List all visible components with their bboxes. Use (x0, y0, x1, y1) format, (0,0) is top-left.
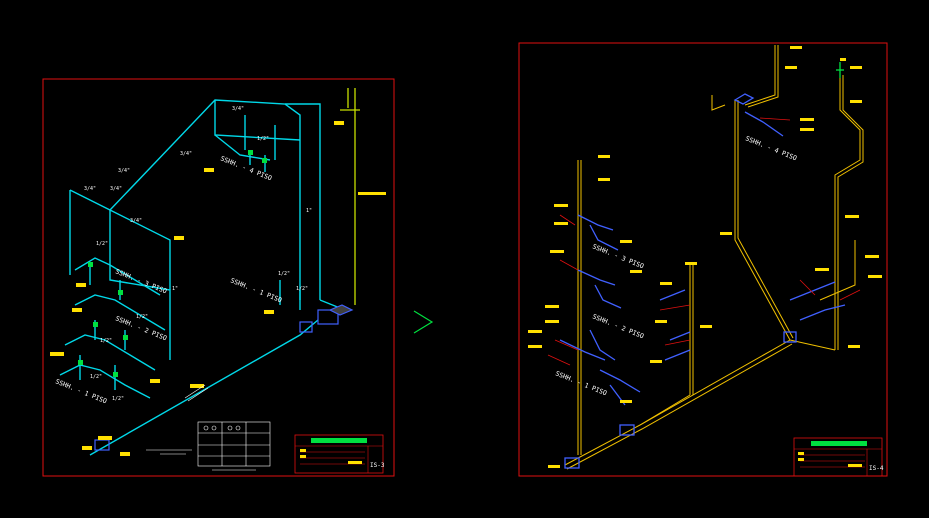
fixtures-left (94, 304, 354, 451)
sheet-right-frame (518, 42, 888, 477)
floor-label: SSHH. - 1 PISO (229, 276, 283, 304)
floor-labels-right: SSHH. - 4 PISO SSHH. - 3 PISO SSHH. - 2 … (554, 134, 798, 397)
floor-label: SSHH. - 1 PISO (54, 377, 108, 405)
pipe-size-label: 1/2" (100, 338, 112, 344)
pipe-size-label: 1" (172, 286, 178, 292)
pipe-size-label: 3/4" (84, 186, 96, 192)
pipe-size-label: 1/2" (136, 314, 148, 320)
floor-label: SSHH. - 2 PISO (591, 312, 645, 340)
fittings-left (78, 150, 267, 377)
next-arrow-icon (413, 310, 434, 334)
pipe-size-label: 3/4" (118, 168, 130, 174)
note-tags-right (528, 46, 882, 468)
title-band (311, 438, 367, 443)
pipe-size-label: 1/2" (257, 136, 269, 142)
pipe-size-label: 1/2" (90, 374, 102, 380)
title-band (811, 441, 867, 446)
floor-label: SSHH. - 3 PISO (591, 242, 645, 270)
sheet-number: IS-3 (370, 462, 385, 469)
pipe-size-label: 1/2" (96, 241, 108, 247)
fixtures-right (559, 93, 846, 469)
sheet-right[interactable]: SSHH. - 4 PISO SSHH. - 3 PISO SSHH. - 2 … (518, 42, 888, 477)
drain-riser-left (340, 88, 360, 305)
sheet-left-frame (42, 78, 395, 477)
drain-network (564, 45, 864, 470)
title-block-right: IS-4 (793, 437, 884, 477)
pipe-size-label: 1/2" (296, 286, 308, 292)
sheet-number: IS-4 (869, 465, 884, 472)
pipe-size-label: 3/4" (232, 106, 244, 112)
note-tags-left (50, 121, 386, 456)
leader-notes-left (184, 384, 209, 402)
pipe-size-label: 1" (306, 208, 312, 214)
leader-lines-right (547, 117, 861, 366)
pipe-size-label: 3/4" (130, 218, 142, 224)
legend-table-left (146, 421, 271, 471)
pipe-size-labels: 3/4" 3/4" 3/4" 3/4" 3/4" 3/4" 1/2" 1/2" … (84, 106, 312, 402)
vent-cap (836, 62, 844, 78)
sheet-left[interactable]: 3/4" 3/4" 3/4" 3/4" 3/4" 3/4" 1/2" 1/2" … (42, 78, 395, 477)
title-block-left: IS-3 (294, 434, 385, 474)
pipe-size-label: 3/4" (110, 186, 122, 192)
floor-label: SSHH. - 4 PISO (744, 134, 798, 162)
pipe-size-label: 1/2" (278, 271, 290, 277)
pipe-size-label: 3/4" (180, 151, 192, 157)
pipe-size-label: 1/2" (112, 396, 124, 402)
